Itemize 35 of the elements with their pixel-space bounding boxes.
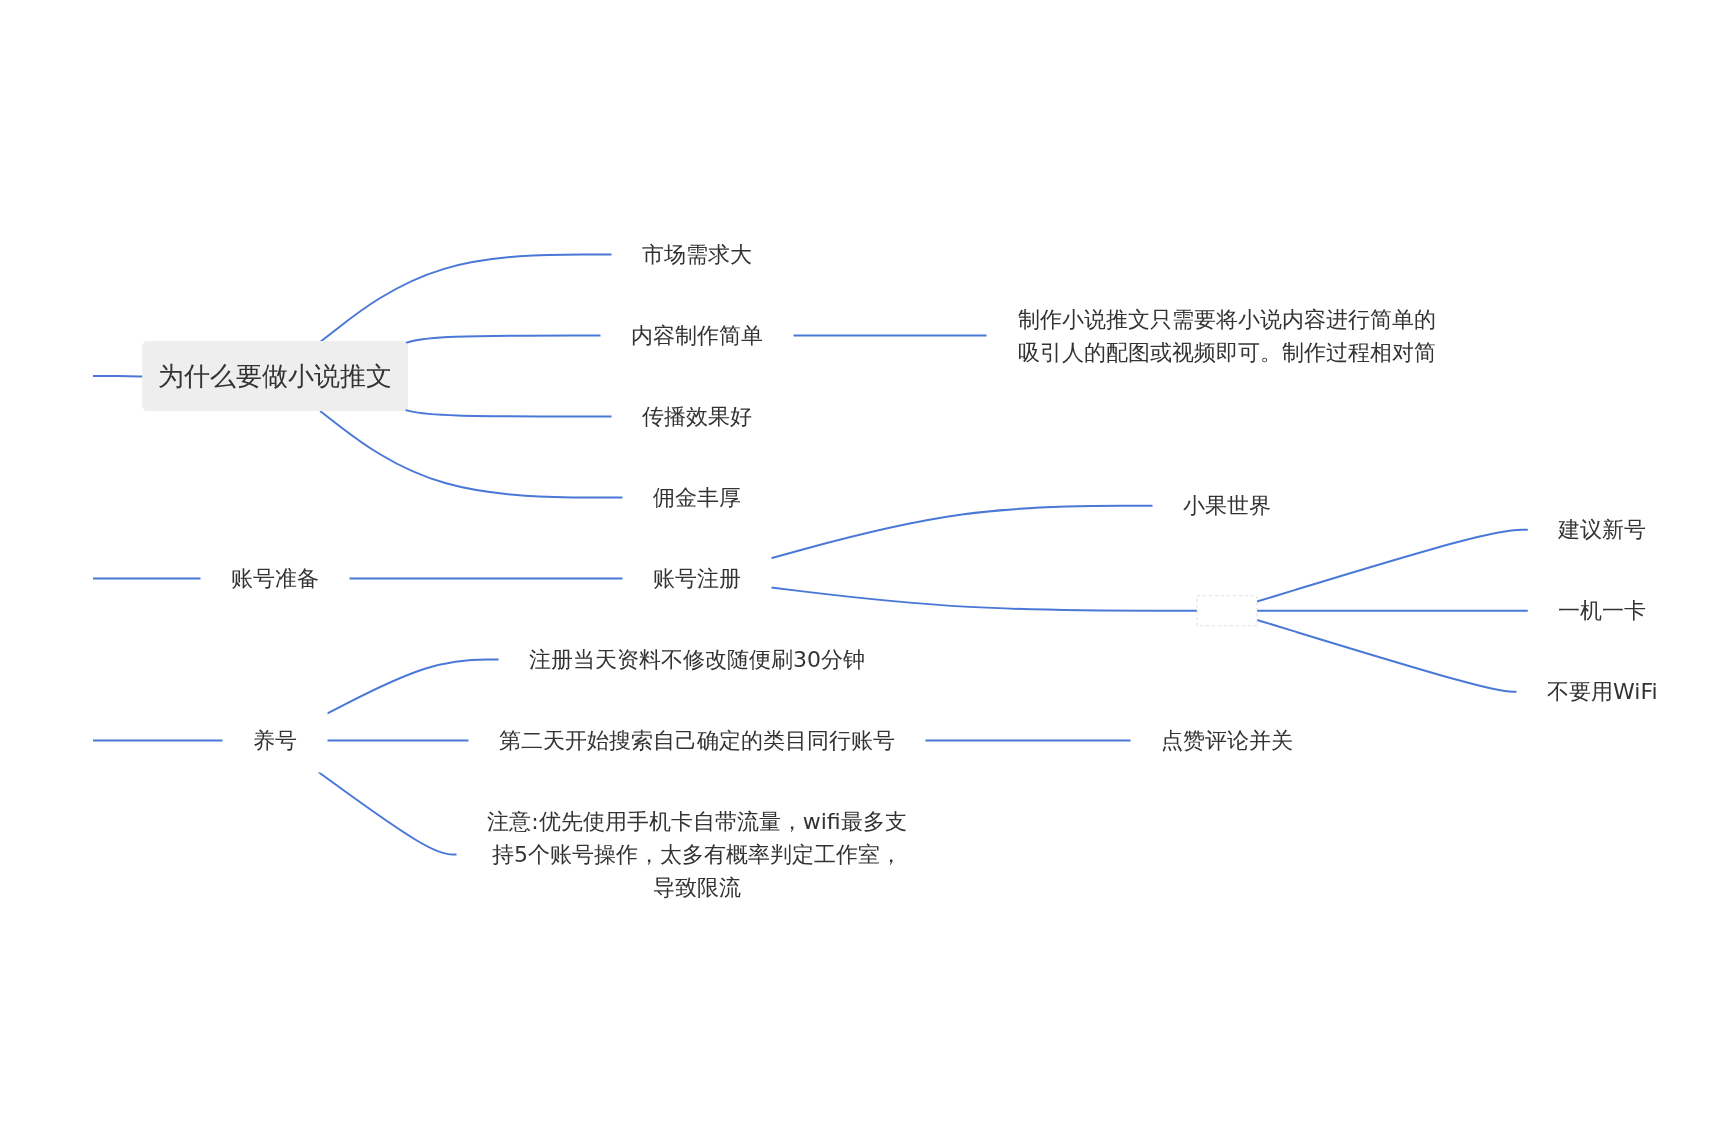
connector bbox=[319, 253, 614, 343]
node-text: 一机一卡 bbox=[1558, 597, 1647, 623]
connector bbox=[326, 658, 501, 715]
node-text: 制作小说推文只需要将小说内容进行简单的吸引人的配图或视频即可。制作过程相对简 bbox=[1018, 306, 1437, 364]
node-text: 养号 bbox=[253, 727, 298, 753]
node-text: 注册当天资料不修改随便刷30分钟 bbox=[529, 646, 866, 672]
node-text: 传播效果好 bbox=[642, 403, 753, 429]
connector bbox=[1256, 618, 1519, 693]
connector bbox=[792, 334, 989, 336]
node-text: 点赞评论并关 bbox=[1161, 727, 1294, 753]
node-text: 不要用WiFi bbox=[1547, 678, 1658, 704]
connector bbox=[326, 739, 471, 741]
node-text: 内容制作简单 bbox=[631, 322, 764, 348]
node-text: 小果世界 bbox=[1183, 492, 1272, 518]
connector bbox=[319, 409, 625, 498]
connector bbox=[92, 577, 203, 579]
connector bbox=[1256, 609, 1530, 612]
connector bbox=[770, 504, 1155, 559]
connector bbox=[317, 770, 459, 855]
connector bbox=[770, 586, 1199, 612]
connector bbox=[348, 577, 625, 579]
node-box bbox=[1196, 594, 1258, 626]
node-text: 第二天开始搜索自己确定的类目同行账号 bbox=[499, 727, 896, 753]
node-text: 市场需求大 bbox=[642, 241, 753, 267]
connector bbox=[92, 739, 225, 741]
connector bbox=[924, 739, 1133, 741]
connector bbox=[1256, 528, 1530, 603]
node-text: 建议新号 bbox=[1558, 516, 1647, 542]
connector bbox=[404, 408, 614, 417]
node-text: 账号准备 bbox=[231, 565, 320, 591]
node-text: 账号注册 bbox=[653, 565, 742, 591]
node-text: 佣金丰厚 bbox=[653, 484, 742, 510]
connector bbox=[404, 334, 603, 344]
node-text: 注意:优先使用手机卡自带流量，wifi最多支持5个账号操作，太多有概率判定工作室，导致限流 bbox=[487, 808, 907, 900]
connector bbox=[92, 374, 145, 377]
